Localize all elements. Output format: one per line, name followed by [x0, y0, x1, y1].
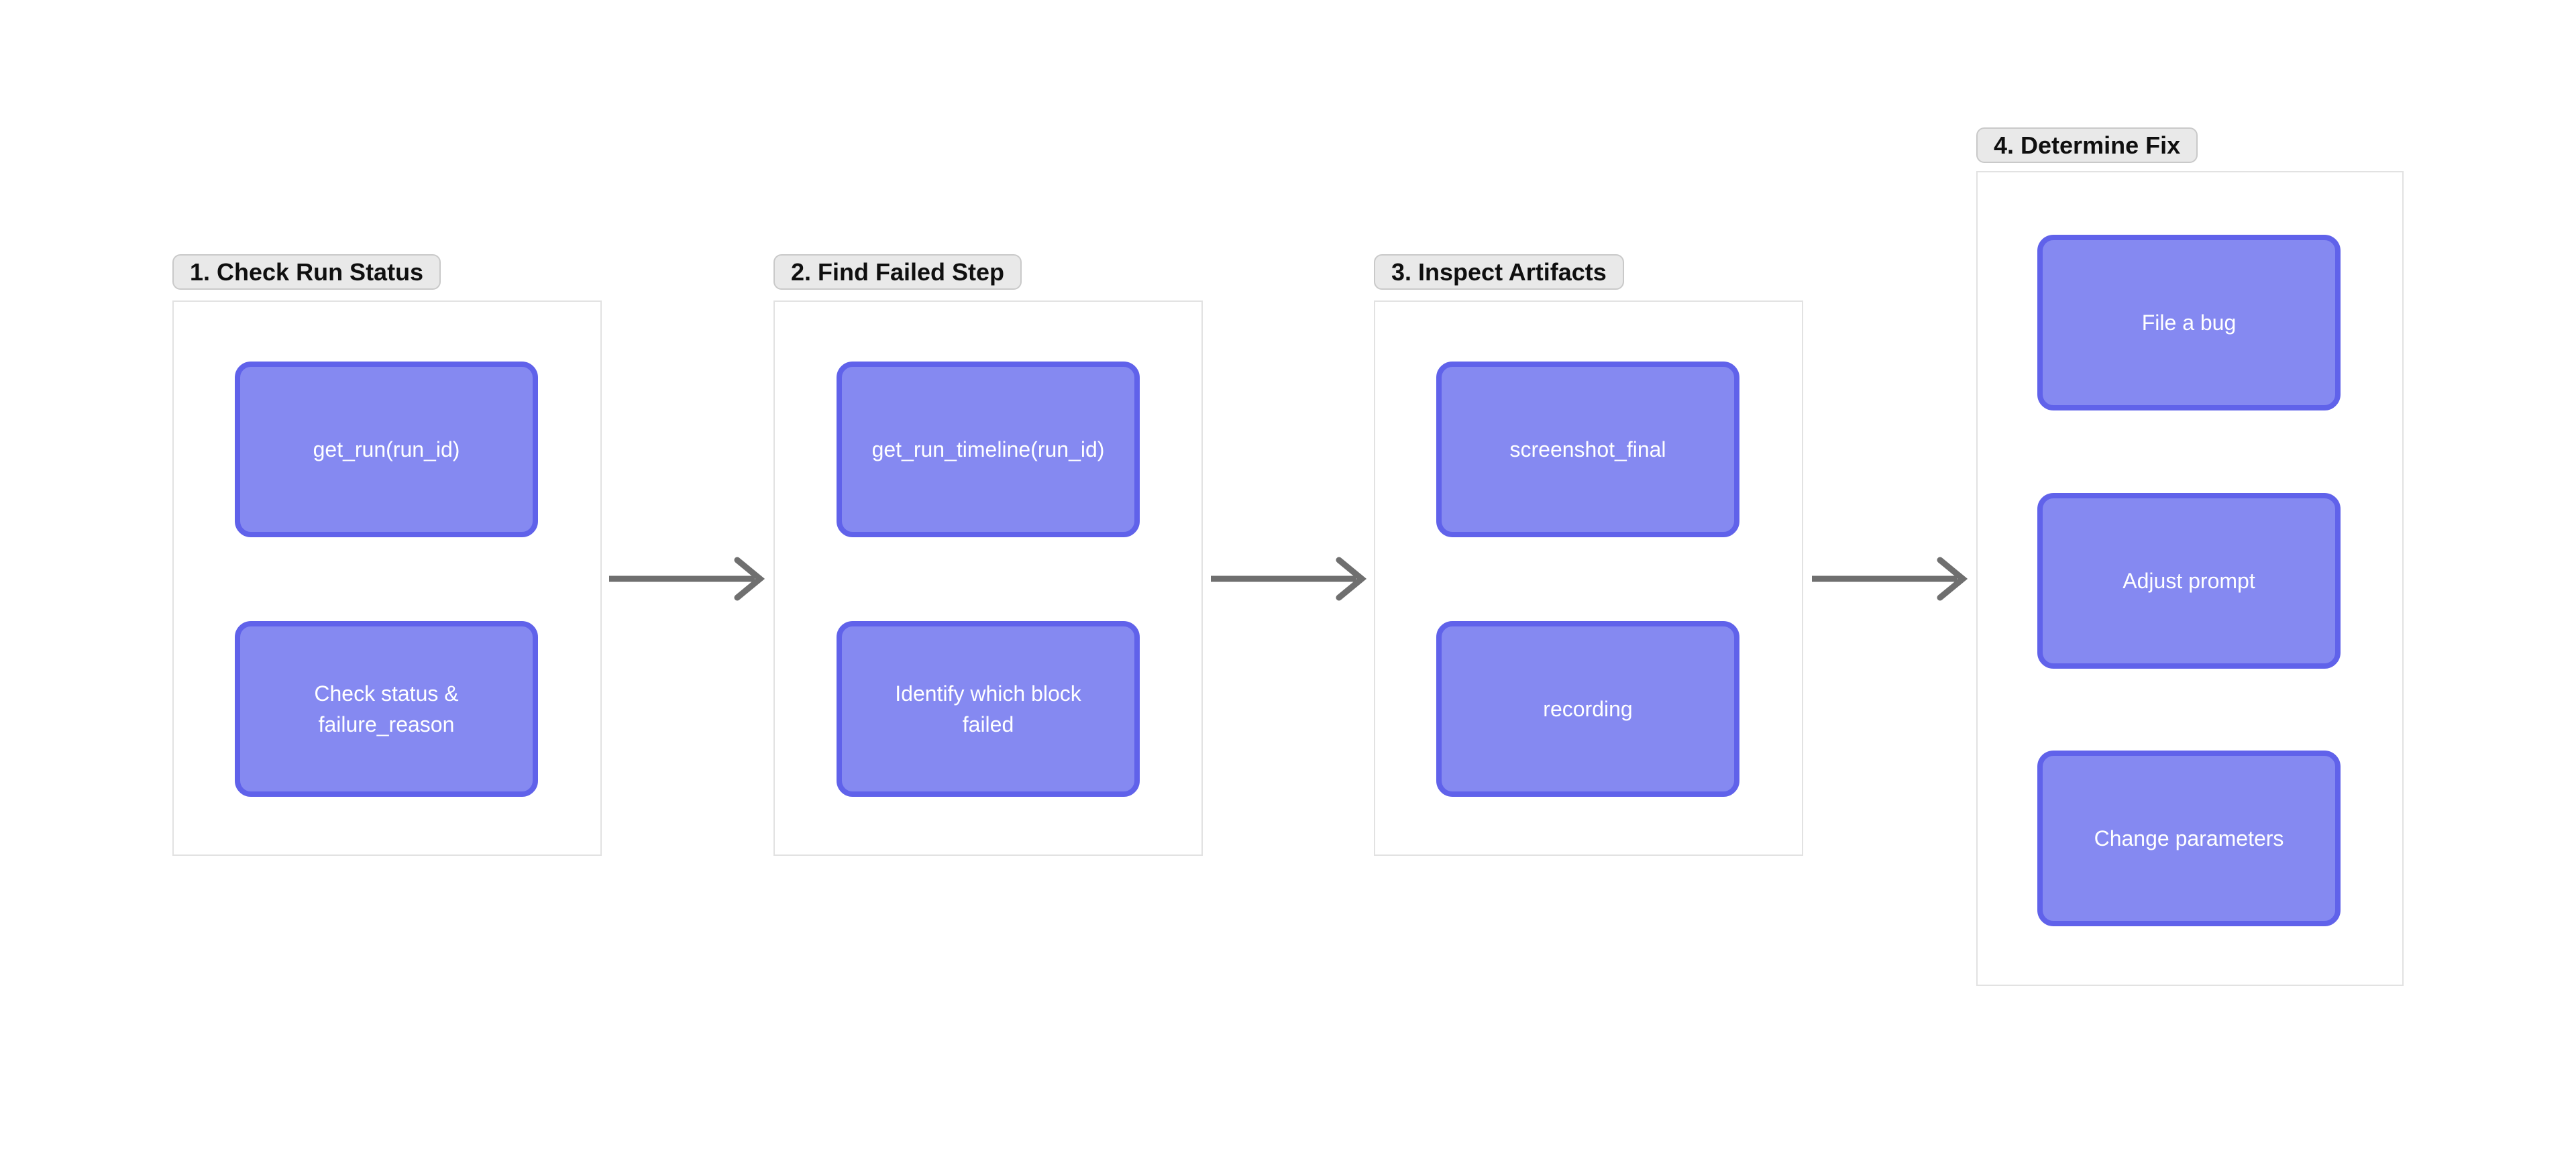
group-label-find-failed-step: 2. Find Failed Step [773, 254, 1022, 290]
node-get-run-timeline[interactable]: get_run_timeline(run_id) [837, 362, 1140, 537]
node-file-a-bug[interactable]: File a bug [2037, 235, 2341, 410]
node-recording[interactable]: recording [1436, 621, 1739, 797]
node-adjust-prompt[interactable]: Adjust prompt [2037, 493, 2341, 669]
group-label-inspect-artifacts: 3. Inspect Artifacts [1374, 254, 1624, 290]
node-identify-failed-block[interactable]: Identify which block failed [837, 621, 1140, 797]
group-label-determine-fix: 4. Determine Fix [1976, 127, 2198, 163]
arrow-right-icon [1211, 557, 1367, 601]
node-change-parameters[interactable]: Change parameters [2037, 751, 2341, 926]
group-label-check-run-status: 1. Check Run Status [172, 254, 441, 290]
arrow-right-icon [1812, 557, 1968, 601]
node-screenshot-final[interactable]: screenshot_final [1436, 362, 1739, 537]
node-get-run[interactable]: get_run(run_id) [235, 362, 538, 537]
arrow-right-icon [609, 557, 765, 601]
node-check-status-failure-reason[interactable]: Check status & failure_reason [235, 621, 538, 797]
